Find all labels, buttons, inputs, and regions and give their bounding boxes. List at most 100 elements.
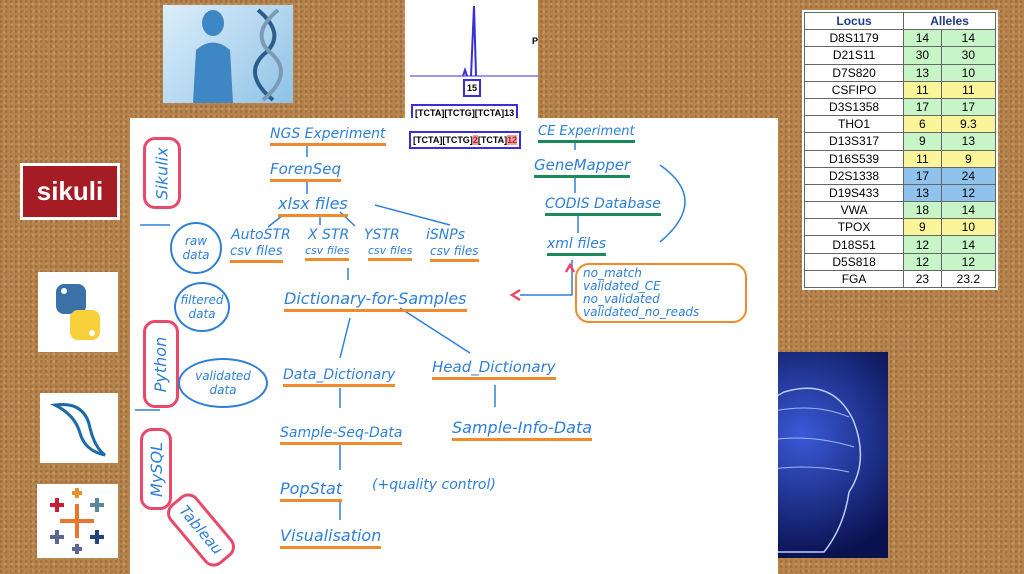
data-dictionary: Data_Dictionary: [283, 367, 396, 387]
sample-info-data: Sample-Info-Data: [452, 418, 593, 441]
allele-1-cell: 13: [903, 63, 942, 82]
ce-experiment: CE Experiment: [538, 124, 635, 143]
allele-2-cell: 10: [940, 218, 997, 237]
allele-2-cell: 12: [940, 183, 997, 203]
status-no-validated: no_validated: [583, 292, 660, 306]
allele-2-cell: 14: [940, 235, 997, 254]
locus-cell: D21S11: [803, 46, 905, 65]
autostr: AutoSTR: [231, 227, 291, 243]
allele-1-cell: 18: [903, 201, 942, 220]
peak-label: 15: [463, 79, 482, 97]
visualisation: Visualisation: [280, 526, 382, 549]
python-text: Python: [151, 336, 171, 392]
human-dna-image: [163, 5, 293, 103]
mysql-label: MySQL: [140, 428, 172, 510]
status-no-match: no_match: [583, 266, 642, 280]
sikuli-logo-text: sikuli: [36, 176, 104, 206]
allele-2-cell: 30: [940, 46, 997, 65]
locus-cell: D18S51: [803, 235, 905, 254]
mysql-dolphin-logo: [40, 393, 118, 463]
locus-cell: D8S1179: [803, 29, 905, 48]
xml-files: xml files: [547, 236, 607, 256]
allele-1-cell: 30: [903, 46, 942, 65]
allele-1-cell: 6: [903, 115, 942, 134]
ystr: YSTR: [364, 227, 400, 243]
locus-cell: TPOX: [803, 218, 905, 237]
locus-cell: FGA: [803, 269, 905, 289]
seq2-variant: 2: [472, 135, 478, 145]
allele-2-cell: 17: [940, 97, 997, 117]
allele-2-cell: 10: [940, 63, 997, 82]
allele-1-cell: 9: [903, 218, 942, 237]
ystr-csv: csv files: [368, 244, 413, 261]
allele-1-cell: 23: [903, 269, 942, 289]
electropherogram: P 15 [TCTA][TCTG][TCTA]13: [405, 0, 539, 122]
locus-cell: D3S1358: [803, 97, 905, 117]
status-validated-ce: validated_CE: [583, 279, 661, 293]
allele-1-cell: 17: [903, 166, 942, 185]
tableau-logo: [37, 484, 118, 558]
allele-2-cell: 12: [940, 252, 997, 271]
seq2-part: [TCTA]: [477, 135, 508, 145]
seq2-variant: 12: [507, 135, 518, 145]
python-logo: [38, 272, 118, 352]
isnps-csv: csv files: [430, 244, 479, 262]
head-dictionary: Head_Dictionary: [432, 358, 556, 380]
peak-corner-label: P: [532, 36, 539, 46]
raw-data-stage: raw data: [170, 222, 222, 274]
allele-1-cell: 13: [903, 183, 942, 203]
locus-cell: VWA: [803, 201, 905, 220]
allele-2-cell: 9.3: [940, 115, 997, 134]
sikuli-logo: sikuli: [20, 163, 120, 220]
allele-2-cell: 9: [940, 149, 997, 168]
sikulix-text: Sikulix: [152, 146, 172, 200]
allele-1-cell: 9: [903, 132, 942, 151]
allele-1-cell: 17: [903, 97, 942, 117]
sequence-2: [TCTA][TCTG]2[TCTA]12: [409, 131, 522, 149]
popstat: PopStat: [280, 479, 343, 502]
isnps: iSNPs: [426, 227, 465, 243]
allele-2-cell: 23.2: [940, 269, 997, 289]
filtered-data-stage: filtered data: [174, 282, 230, 332]
locus-cell: THO1: [803, 115, 905, 134]
allele-2-cell: 24: [940, 166, 997, 185]
locus-cell: CSFIPO: [803, 80, 905, 99]
allele-2-cell: 11: [940, 80, 997, 99]
seq2-part: [TCTA][TCTG]: [413, 135, 473, 145]
quality-control-note: (+quality control): [372, 477, 496, 493]
locus-cell: D16S539: [803, 149, 905, 168]
validated-data-stage: validated data: [178, 358, 268, 408]
allele-2-cell: 14: [940, 201, 997, 220]
allele-2-cell: 14: [940, 29, 997, 48]
allele-1-cell: 12: [903, 252, 942, 271]
locus-cell: D19S433: [803, 183, 905, 203]
sikulix-label: Sikulix: [143, 137, 181, 209]
python-label: Python: [143, 320, 179, 408]
xstr: X STR: [308, 227, 350, 243]
ngs-experiment: NGS Experiment: [270, 126, 386, 146]
locus-cell: D13S317: [803, 132, 905, 151]
validation-status-box: no_match validated_CE no_validated valid…: [575, 263, 747, 323]
xlsx-files: xlsx files: [278, 194, 348, 217]
allele-1-cell: 12: [903, 235, 942, 254]
mysql-text: MySQL: [146, 441, 166, 497]
header-alleles: Alleles: [903, 11, 996, 31]
whiteboard: [130, 118, 778, 574]
genemapper: GeneMapper: [534, 156, 631, 178]
allele-1-cell: 14: [903, 29, 942, 48]
